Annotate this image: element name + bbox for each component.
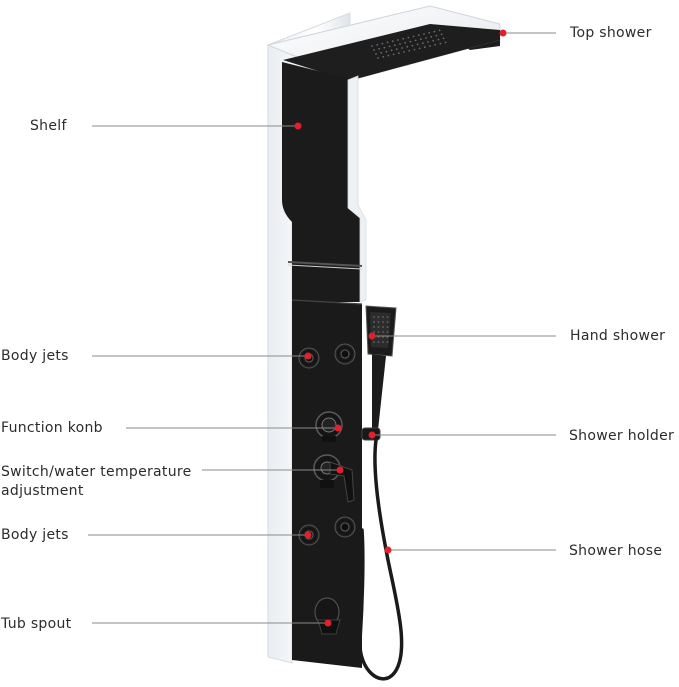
label-tub-spout: Tub spout bbox=[1, 616, 72, 632]
shelf-rod bbox=[287, 261, 363, 267]
shower-hose bbox=[358, 438, 404, 681]
top-shower-nozzles bbox=[371, 29, 447, 59]
label-hand-shower: Hand shower bbox=[570, 328, 666, 344]
hand-shower bbox=[365, 305, 397, 430]
label-body-jets-upper: Body jets bbox=[1, 348, 69, 364]
leader-lines bbox=[88, 32, 556, 624]
marker-shelf bbox=[294, 122, 302, 130]
marker-function-knob bbox=[334, 424, 342, 432]
label-shower-hose: Shower hose bbox=[569, 543, 663, 559]
label-shelf: Shelf bbox=[30, 118, 67, 134]
marker-switch bbox=[336, 466, 344, 474]
temperature-switch bbox=[313, 454, 355, 503]
marker-shower-hose bbox=[384, 546, 392, 554]
marker-shower-holder bbox=[368, 431, 376, 439]
shelf-side-edge bbox=[347, 75, 367, 303]
label-top-shower: Top shower bbox=[570, 25, 652, 41]
marker-body-jets-lower bbox=[304, 531, 312, 539]
markers bbox=[294, 29, 507, 627]
function-knob bbox=[315, 411, 343, 442]
label-switch-line2: adjustment bbox=[1, 483, 84, 499]
label-shower-holder: Shower holder bbox=[569, 428, 675, 444]
shelf-panel bbox=[282, 62, 360, 302]
label-switch-line1: Switch/water temperature bbox=[1, 464, 192, 480]
top-shower-face bbox=[283, 24, 500, 80]
marker-top-shower bbox=[499, 29, 507, 37]
body-jet-lower-right bbox=[334, 516, 356, 538]
label-function-knob: Function konb bbox=[1, 420, 103, 436]
marker-tub-spout bbox=[324, 619, 332, 627]
label-body-jets-lower: Body jets bbox=[1, 527, 69, 543]
body-jet-upper-right bbox=[334, 343, 356, 365]
marker-body-jets-upper bbox=[304, 352, 312, 360]
marker-hand-shower bbox=[368, 332, 376, 340]
